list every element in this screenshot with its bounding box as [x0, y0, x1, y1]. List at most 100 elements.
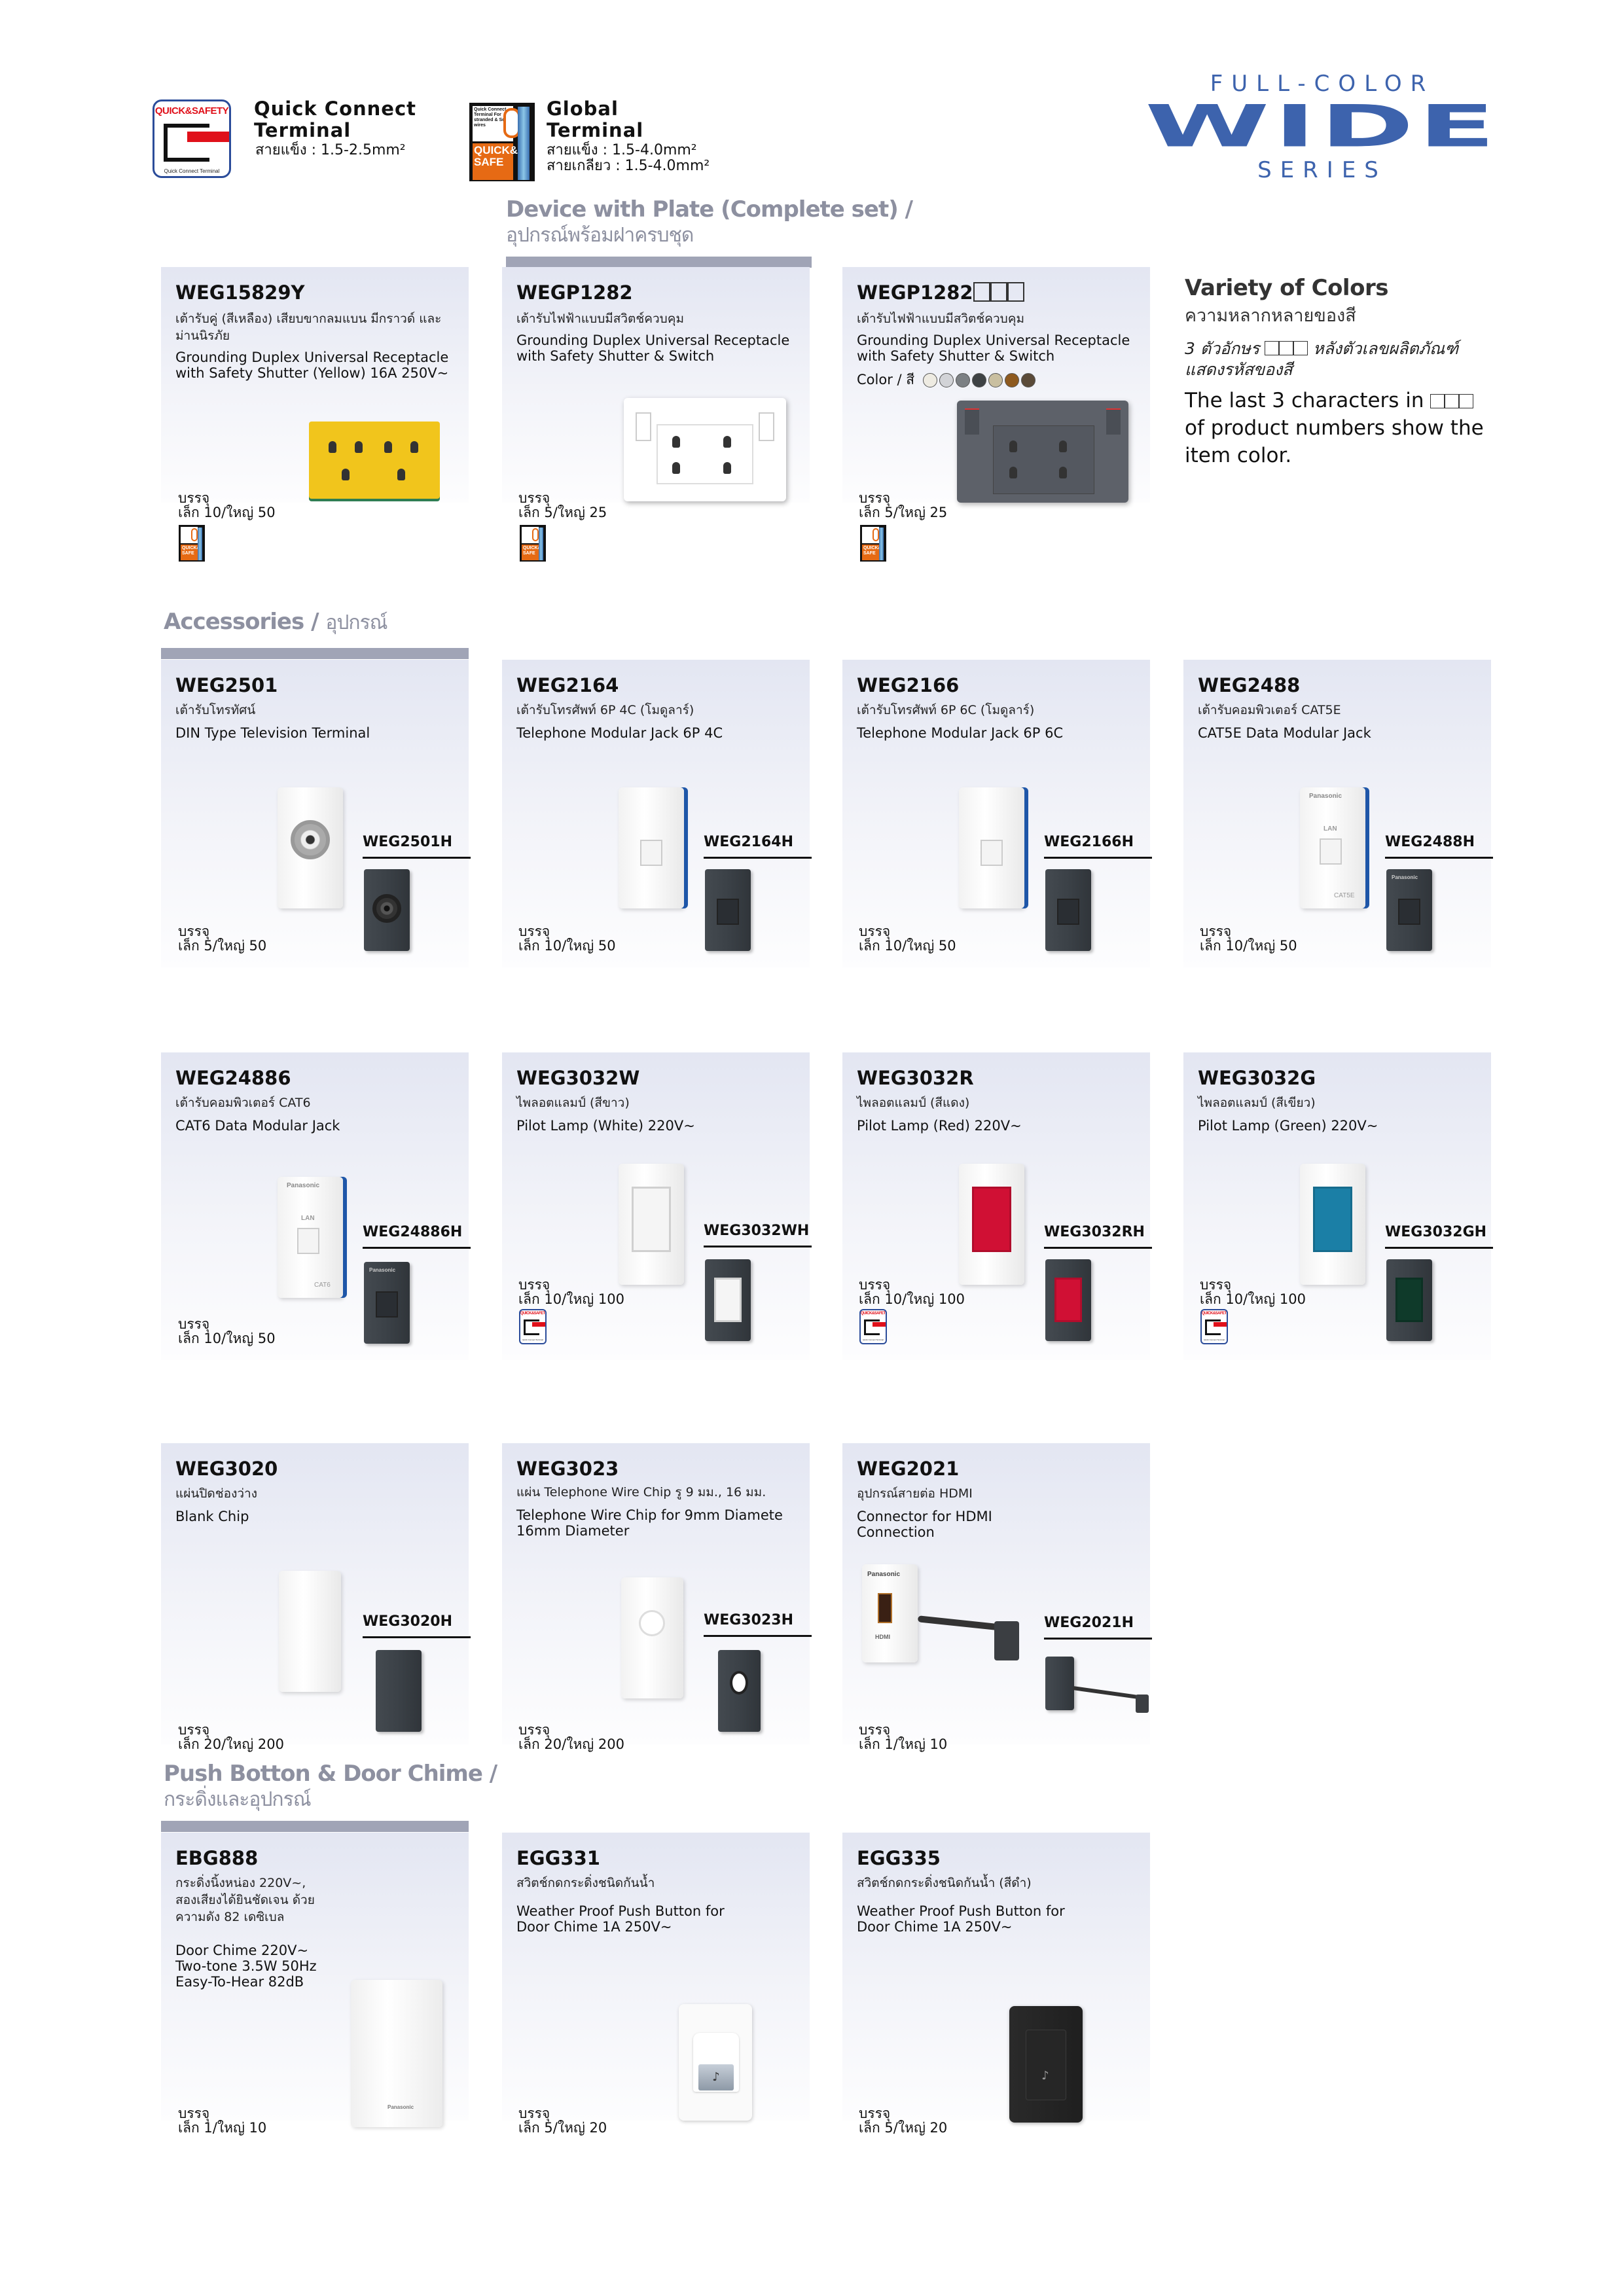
product-card[interactable]: EGG335 สวิตช์กดกระดิ่งชนิดกันน้ำ (สีดำ) … [842, 1833, 1150, 2123]
product-card[interactable]: WEGP1282 เต้ารับไฟฟ้าแบบมีสวิตช์ควบคุม G… [502, 267, 810, 503]
product-card[interactable]: WEG2166 เต้ารับโทรศัพท์ 6P 6C (โมดูลาร์)… [842, 660, 1152, 967]
pack-info: บรรจุเล็ก 1/ใหญ่ 10 [178, 2106, 267, 2136]
quick-connect-title: Quick Connect Terminal [254, 98, 417, 141]
global-terminal-badge: QUICK& SAFE [860, 525, 886, 562]
section-bar [506, 257, 812, 268]
color-swatch[interactable] [972, 373, 987, 387]
wire-chip-dark-image [718, 1650, 761, 1732]
pilot-lamp-green-dark-image [1386, 1259, 1432, 1341]
white-receptacle-plate-image [624, 398, 786, 501]
telephone-jack-white-image [619, 787, 684, 908]
door-chime-image: Panasonic [351, 1980, 442, 2127]
lamp-lens [632, 1187, 671, 1252]
product-card[interactable]: EBG888 กระดิ่งนิ้งหน่อง 220V~, สองเสียงไ… [161, 1833, 469, 2127]
product-card[interactable]: WEG2164 เต้ารับโทรศัพท์ 6P 4C (โมดูลาร์)… [502, 660, 812, 967]
global-terminal-badge: QUICK& SAFE [179, 525, 205, 562]
pack-info: บรรจุเล็ก 5/ใหญ่ 50 [178, 924, 267, 954]
global-terminal-badge: QUICK& SAFE [520, 525, 546, 562]
section-title-device-with-plate: Device with Plate (Complete set) / อุปกร… [506, 196, 913, 247]
pack-info: บรรจุเล็ก 10/ใหญ่ 50 [859, 924, 956, 954]
product-card[interactable]: WEG3032G ไพลอตแลมป์ (สีเขียว) Pilot Lamp… [1183, 1052, 1493, 1360]
pilot-lamp-white-image [619, 1164, 684, 1285]
pack-info: บรรจุเล็ก 10/ใหญ่ 50 [518, 924, 616, 954]
color-swatch[interactable] [939, 373, 954, 387]
section-bar [161, 648, 469, 659]
telephone-jack-dark-image [1045, 869, 1091, 951]
section-title-push-button: Push Botton & Door Chime / กระดิ่งและอุป… [164, 1761, 497, 1811]
product-card[interactable]: WEG3020 แผ่นปิดช่องว่าง Blank Chip WEG30… [161, 1443, 471, 1744]
tv-terminal-dark-image [364, 869, 410, 951]
product-card[interactable]: WEG24886 เต้ารับคอมพิวเตอร์ CAT6 CAT6 Da… [161, 1052, 471, 1360]
product-card[interactable]: WEGP1282 เต้ารับไฟฟ้าแบบมีสวิตช์ควบคุม G… [842, 267, 1150, 503]
color-swatch[interactable] [956, 373, 971, 387]
color-swatch[interactable] [1021, 373, 1036, 387]
push-button-white-image: ♪ [679, 2004, 752, 2121]
product-card[interactable]: EGG331 สวิตช์กดกระดิ่งชนิดกันน้ำ Weather… [502, 1833, 810, 2121]
product-code: WEGP1282 [857, 281, 1024, 304]
variety-of-colors-block: Variety of Colors ความหลากหลายของสี 3 ตั… [1185, 275, 1484, 467]
pilot-lamp-red-dark-image [1045, 1259, 1091, 1341]
product-card[interactable]: WEG3032R ไพลอตแลมป์ (สีแดง) Pilot Lamp (… [842, 1052, 1152, 1360]
pack-info: บรรจุเล็ก 5/ใหญ่ 20 [859, 2106, 948, 2136]
global-terminal-specs: สายแข็ง : 1.5-4.0mm² สายเกลียว : 1.5-4.0… [547, 142, 710, 174]
product-card[interactable]: WEG2501 เต้ารับโทรทัศน์ DIN Type Televis… [161, 660, 471, 967]
pilot-lamp-dark-image [705, 1259, 751, 1341]
color-swatch[interactable] [923, 373, 938, 387]
product-card[interactable]: WEG2488 เต้ารับคอมพิวเตอร์ CAT5E CAT5E D… [1183, 660, 1493, 967]
gray-receptacle-plate-image [957, 401, 1128, 503]
product-card[interactable]: WEG2021 อุปกรณ์สายต่อ HDMI Connector for… [842, 1443, 1152, 1744]
pack-info: บรรจุเล็ก 10/ใหญ่ 50 [178, 1316, 276, 1346]
color-swatch[interactable] [988, 373, 1003, 387]
product-card[interactable]: WEG3032W ไพลอตแลมป์ (สีขาว) Pilot Lamp (… [502, 1052, 812, 1360]
color-swatch[interactable] [1005, 373, 1020, 387]
pack-info: บรรจุเล็ก 20/ใหญ่ 200 [518, 1722, 624, 1752]
pack-info: บรรจุเล็ก 5/ใหญ่ 25 [859, 490, 948, 520]
blank-chip-dark-image [376, 1650, 422, 1732]
hdmi-connector-white-image: Panasonic HDMI [862, 1564, 918, 1662]
pilot-lamp-red-image [959, 1164, 1024, 1285]
telephone-jack-dark-image [705, 869, 751, 951]
color-swatches [923, 372, 1037, 387]
wire-chip-white-image [621, 1577, 683, 1698]
lan-jack-dark-image: Panasonic [1386, 869, 1432, 951]
hdmi-connector-dark-image [1045, 1657, 1074, 1710]
pack-info: บรรจุเล็ก 10/ใหญ่ 100 [1200, 1277, 1306, 1307]
color-options: Color / สี [857, 372, 1037, 387]
product-card[interactable]: WEG15829Y เต้ารับคู่ (สีเหลือง) เสียบขาก… [161, 267, 469, 503]
yellow-receptacle-image [309, 422, 440, 499]
section-bar [161, 1821, 469, 1832]
blank-chip-white-image [279, 1571, 341, 1692]
section-title-accessories: Accessories / อุปกรณ์ [164, 609, 388, 635]
telephone-jack-white-image [959, 787, 1024, 908]
pack-info: บรรจุเล็ก 20/ใหญ่ 200 [178, 1722, 284, 1752]
quick-connect-solid-wire: สายแข็ง : 1.5-2.5mm² [255, 142, 406, 158]
music-note-icon: ♪ [1041, 2069, 1049, 2083]
pilot-lamp-green-image [1300, 1164, 1365, 1285]
pack-info: บรรจุเล็ก 10/ใหญ่ 100 [859, 1277, 965, 1307]
push-button-black-image: ♪ [1009, 2006, 1083, 2123]
lamp-lens [972, 1187, 1011, 1252]
music-note-icon: ♪ [698, 2064, 734, 2090]
hdmi-cable [917, 1615, 1003, 1631]
global-terminal-badge: Quick Connect Terminal For stranded & So… [469, 103, 535, 181]
lan-jack-dark-image: Panasonic [364, 1262, 410, 1344]
pack-info: บรรจุเล็ก 10/ใหญ่ 50 [178, 490, 276, 520]
pack-info: บรรจุเล็ก 5/ใหญ่ 25 [518, 490, 607, 520]
pack-info: บรรจุเล็ก 10/ใหญ่ 50 [1200, 924, 1297, 954]
product-card[interactable]: WEG3023 แผ่น Telephone Wire Chip รู 9 มม… [502, 1443, 812, 1744]
lan-jack-white-image: Panasonic LAN CAT5E [1300, 787, 1365, 908]
wide-series-logo: FULL-COLOR WIDE SERIES [1145, 71, 1500, 183]
pack-info: บรรจุเล็ก 10/ใหญ่ 100 [518, 1277, 624, 1307]
global-terminal-title: Global Terminal [547, 98, 644, 141]
hdmi-plug [994, 1621, 1019, 1660]
tv-terminal-white-image [278, 787, 343, 908]
lamp-lens [1313, 1187, 1352, 1252]
pack-info: บรรจุเล็ก 5/ใหญ่ 20 [518, 2106, 607, 2136]
quick-safety-badge: QUICK&SAFETY Quick Connect Terminal [153, 99, 231, 178]
lamp-lens [1054, 1278, 1082, 1322]
lamp-lens [714, 1278, 742, 1322]
lan-jack-white-image: Panasonic LAN CAT6 [278, 1177, 343, 1298]
